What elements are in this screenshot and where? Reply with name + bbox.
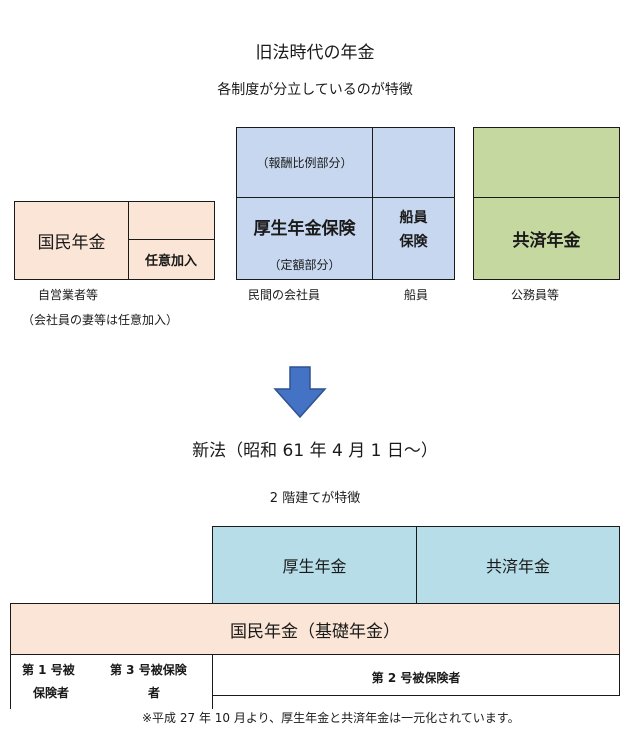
old-kosei-teigaku: （定額部分） <box>268 258 341 272</box>
old-kosei-vdivider <box>372 128 373 279</box>
old-senin-line2: 保険 <box>399 234 428 250</box>
down-arrow-icon <box>273 366 327 419</box>
new-mid-border <box>212 654 213 709</box>
new-right-border <box>619 654 620 696</box>
old-subtitle: 各制度が分立しているのが特徴 <box>217 82 413 98</box>
old-kosei-box: （報酬比例部分） 厚生年金保険 （定額部分） 船員 保険 <box>236 127 455 280</box>
old-senin-line1: 船員 <box>399 210 428 226</box>
old-kosei-label: 厚生年金保険 <box>253 219 356 239</box>
new-dai2-label: 第 2 号被保険者 <box>371 671 461 685</box>
old-nini-cell: 任意加入 <box>128 239 214 279</box>
new-kokumin-label: 国民年金（基礎年金） <box>230 621 400 642</box>
old-kokumin-divider <box>128 202 129 279</box>
caption-jiei: 自営業者等 <box>38 288 99 302</box>
new-kyosai-label: 共済年金 <box>485 557 550 576</box>
new-subtitle: 2 階建てが特徴 <box>269 491 361 506</box>
old-title: 旧法時代の年金 <box>255 43 375 63</box>
new-dai3-line2: 者 <box>148 686 161 700</box>
caption-tsuma: （会社員の妻等は任意加入） <box>22 313 179 327</box>
new-kokumin-box: 国民年金（基礎年金） <box>10 603 620 655</box>
old-kyosai-label: 共済年金 <box>512 231 581 251</box>
caption-senin: 船員 <box>404 288 429 302</box>
new-dai2-bottom <box>212 695 620 696</box>
new-kosei-label: 厚生年金 <box>282 557 347 576</box>
old-kokumin-label: 国民年金 <box>37 233 106 253</box>
new-dai3-line1: 第 3 号被保険 <box>110 663 187 677</box>
old-kokumin-box: 国民年金 任意加入 <box>14 201 215 280</box>
caption-minkan: 民間の会社員 <box>248 288 321 302</box>
new-left-border <box>10 654 11 709</box>
old-kosei-hdivider <box>237 197 454 198</box>
old-kyosai-divider <box>474 197 619 198</box>
old-kosei-hoshu: （報酬比例部分） <box>256 156 353 170</box>
old-nini-label: 任意加入 <box>144 254 197 269</box>
new-title: 新法（昭和 61 年 4 月 1 日〜） <box>192 441 438 461</box>
old-kyosai-box: 共済年金 <box>473 127 620 280</box>
new-kyosai-box: 共済年金 <box>416 526 620 604</box>
new-dai1-line2: 保険者 <box>33 686 70 700</box>
new-note: ※平成 27 年 10 月より、厚生年金と共済年金は一元化されています。 <box>142 711 520 725</box>
new-dai1-line1: 第 1 号被 <box>22 663 75 677</box>
new-kosei-box: 厚生年金 <box>212 526 417 604</box>
caption-komuin: 公務員等 <box>511 288 560 302</box>
